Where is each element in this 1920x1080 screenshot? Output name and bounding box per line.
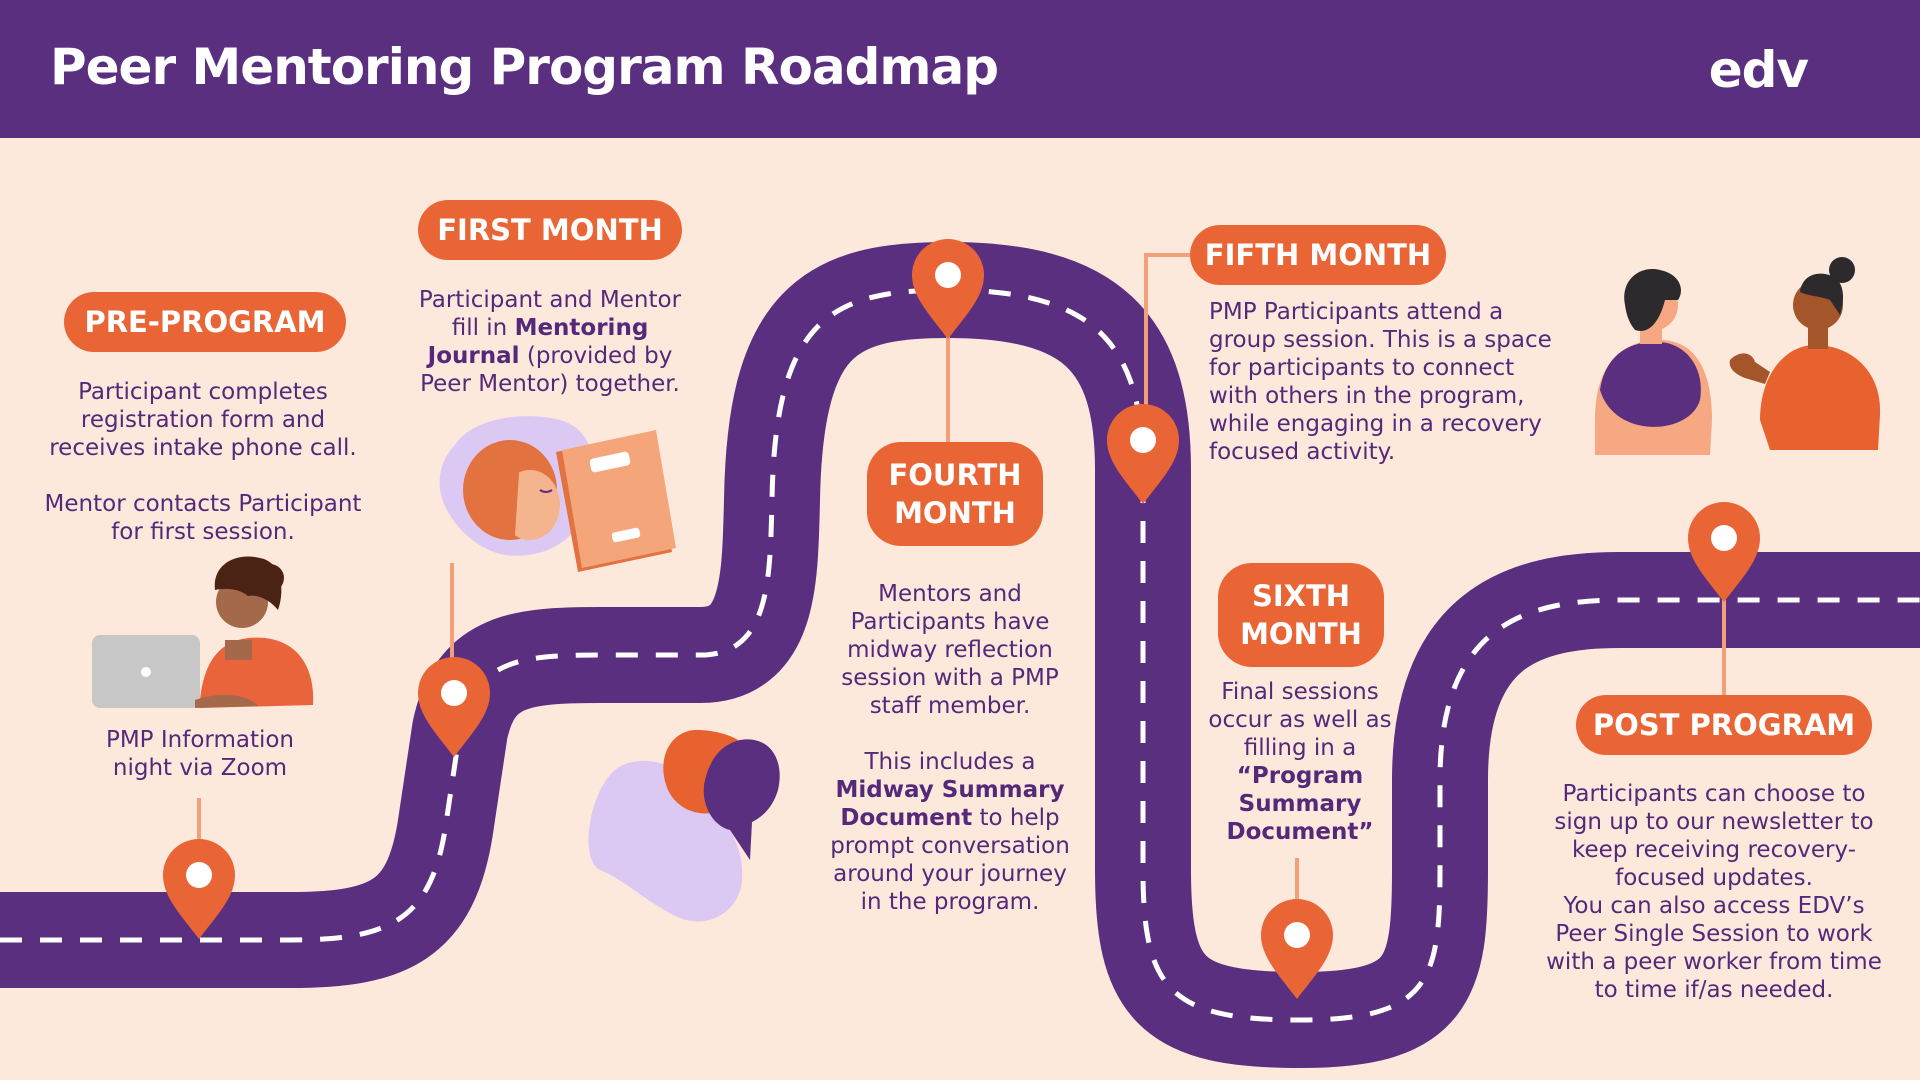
stage-label-post-program: POST PROGRAM <box>1576 695 1872 755</box>
first-month-text: Participant and Mentor fill in Mentoring… <box>405 286 695 398</box>
stage-label-fifth-month: FIFTH MONTH <box>1190 225 1446 285</box>
two-people-talking-illustration <box>1595 257 1881 455</box>
journal-illustration <box>439 416 676 572</box>
first-month-text-post: (provided by Peer Mentor) together. <box>420 343 680 397</box>
stage-label-pre-program: PRE-PROGRAM <box>64 292 346 352</box>
fourth-month-label-line2: MONTH <box>894 496 1016 530</box>
post-program-text-1: Participants can choose to sign up to ou… <box>1554 781 1874 891</box>
map-pin-icon <box>1688 502 1760 602</box>
fifth-month-text: PMP Participants attend a group session.… <box>1209 299 1552 465</box>
fourth-month-label-line1: FOURTH <box>888 458 1022 492</box>
sixth-month-text: Final sessions occur as well as filling … <box>1198 678 1402 846</box>
header-bar: Peer Mentoring Program Roadmap edv <box>0 0 1920 138</box>
logo-text: edv <box>1708 41 1809 99</box>
map-pin-icon <box>1107 404 1179 504</box>
first-month-text-em: Mentoring Journal <box>427 315 649 369</box>
map-pin-icon <box>418 657 490 757</box>
fourth-month-text-2: This includes a Midway Summary Document … <box>828 748 1072 916</box>
first-month-text-pre: Participant and Mentor fill in <box>418 287 682 341</box>
stage-label-fourth-month: FOURTH MONTH <box>867 442 1043 546</box>
pre-program-text-2: Mentor contacts Participant for first se… <box>44 491 362 545</box>
sixth-month-text-pre: Final sessions occur as well as filling … <box>1208 679 1392 761</box>
sixth-month-label-line2: MONTH <box>1240 617 1362 651</box>
page-title: Peer Mentoring Program Roadmap <box>50 38 999 96</box>
pre-program-text-3: PMP Information night via Zoom <box>105 727 295 781</box>
sixth-month-text-em: “Program Summary Document” <box>1226 763 1374 845</box>
map-pin-icon <box>1261 899 1333 999</box>
stage-label-first-month: FIRST MONTH <box>418 200 682 260</box>
sixth-month-label-line1: SIXTH <box>1251 579 1351 613</box>
connector-lines <box>197 253 1726 905</box>
road-center-line <box>0 287 1920 1023</box>
pre-program-text-1: Participant completes registration form … <box>49 379 357 461</box>
post-program-text-2: You can also access EDV’s Peer Single Se… <box>1546 893 1882 1003</box>
fourth-month-text-2-post: to help prompt conversation around your … <box>830 805 1070 915</box>
edv-logo: edv <box>1709 32 1872 108</box>
laptop-person-illustration <box>92 556 314 708</box>
map-pin-icon <box>163 839 235 939</box>
stage-label-sixth-month: SIXTH MONTH <box>1218 563 1384 667</box>
fourth-month-text-2-pre: This includes a <box>864 749 1036 775</box>
map-pin-icon <box>912 239 984 339</box>
fourth-month-text-1: Mentors and Participants have midway ref… <box>841 581 1059 719</box>
fourth-month-text-2-em: Midway Summary Document <box>835 777 1065 831</box>
speech-bubbles-illustration <box>588 729 780 922</box>
